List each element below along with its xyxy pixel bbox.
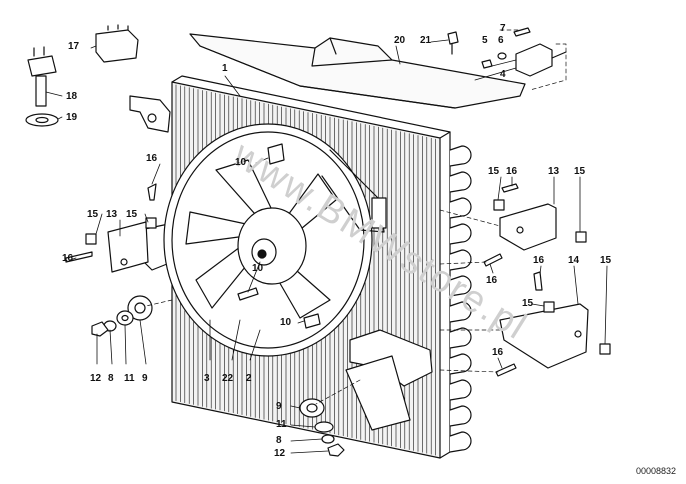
screw-7 bbox=[513, 27, 531, 37]
callout-16-left-top: 16 bbox=[146, 153, 158, 164]
callout-11-lower: 11 bbox=[276, 419, 287, 430]
tank-coil bbox=[449, 405, 472, 427]
callout-1: 1 bbox=[222, 63, 228, 74]
tank-coil bbox=[449, 249, 472, 271]
callout-16-right-a: 16 bbox=[506, 166, 518, 177]
temperature-switch-18 bbox=[27, 46, 57, 107]
washer-6 bbox=[497, 52, 507, 60]
nut-5 bbox=[481, 59, 493, 69]
callout-22: 22 bbox=[222, 373, 234, 384]
callout-10-mid: 10 bbox=[252, 263, 264, 274]
callout-16-left-bottom: 16 bbox=[62, 253, 74, 264]
seal-ring-19 bbox=[25, 113, 59, 127]
callout-10-top: 10 bbox=[235, 157, 247, 168]
callout-3: 3 bbox=[204, 373, 210, 384]
callout-19: 19 bbox=[66, 112, 78, 123]
callout-16-right-d: 16 bbox=[492, 347, 504, 358]
tank-coil bbox=[449, 431, 472, 453]
tank-coil bbox=[449, 223, 472, 245]
bracket-13-right bbox=[499, 203, 557, 251]
tank-coil bbox=[449, 171, 472, 193]
bracket-13-left bbox=[107, 221, 149, 273]
callout-7: 7 bbox=[500, 23, 506, 34]
callout-13-right: 13 bbox=[548, 166, 560, 177]
tank-coil bbox=[449, 327, 472, 349]
clip-15 bbox=[85, 199, 611, 355]
callout-21: 21 bbox=[420, 35, 432, 46]
nut-12-lower bbox=[327, 443, 345, 457]
callout-13-left: 13 bbox=[106, 209, 118, 220]
callout-16-right-c: 16 bbox=[486, 275, 498, 286]
callout-16-right-b: 16 bbox=[533, 255, 545, 266]
fan-motor bbox=[237, 207, 307, 285]
callout-17: 17 bbox=[68, 41, 80, 52]
callout-8-left: 8 bbox=[108, 373, 114, 384]
callout-4: 4 bbox=[500, 69, 506, 80]
callout-14: 14 bbox=[568, 255, 580, 266]
washer-11-lower bbox=[314, 421, 334, 433]
fan-screw-10 bbox=[237, 143, 321, 329]
diagram-reference-number: 00008832 bbox=[635, 466, 676, 476]
nut-12-left bbox=[91, 321, 109, 337]
callout-18: 18 bbox=[66, 91, 78, 102]
grommet-9-lower bbox=[299, 398, 325, 418]
callout-15-left-a: 15 bbox=[126, 209, 138, 220]
callout-9-lower: 9 bbox=[276, 401, 282, 412]
callout-5: 5 bbox=[482, 35, 488, 46]
connector-4 bbox=[515, 43, 567, 77]
callout-12-lower: 12 bbox=[274, 448, 286, 459]
callout-15-right-b: 15 bbox=[574, 166, 586, 177]
radiator-right-tank bbox=[449, 145, 472, 453]
tank-coil bbox=[449, 145, 472, 167]
callout-11-left: 11 bbox=[124, 373, 135, 384]
tank-coil bbox=[449, 197, 472, 219]
callout-8-lower: 8 bbox=[276, 435, 282, 446]
tank-coil bbox=[449, 301, 472, 323]
callout-6: 6 bbox=[498, 35, 504, 46]
callout-12-left: 12 bbox=[90, 373, 102, 384]
top-cover-shroud bbox=[189, 33, 526, 109]
callout-15-right-d: 15 bbox=[522, 298, 534, 309]
callout-9-left: 9 bbox=[142, 373, 148, 384]
callout-15-right-c: 15 bbox=[600, 255, 612, 266]
clip-21 bbox=[447, 31, 459, 55]
tank-coil bbox=[449, 353, 472, 375]
assembly-dash-lines bbox=[145, 29, 567, 405]
bracket-14 bbox=[499, 303, 589, 369]
lower-right-bracket bbox=[345, 329, 433, 431]
screw-16 bbox=[65, 183, 543, 377]
callout-2: 2 bbox=[246, 373, 252, 384]
washer-8-lower bbox=[321, 434, 335, 444]
tank-coil bbox=[449, 379, 472, 401]
tank-coil bbox=[449, 275, 472, 297]
washer-11-left bbox=[116, 310, 134, 326]
leader-lines bbox=[45, 39, 608, 454]
callout-10-low: 10 bbox=[280, 317, 292, 328]
relay-17 bbox=[95, 24, 139, 63]
callout-15-left-b: 15 bbox=[87, 209, 99, 220]
callout-15-right-a: 15 bbox=[488, 166, 500, 177]
callout-20: 20 bbox=[394, 35, 406, 46]
